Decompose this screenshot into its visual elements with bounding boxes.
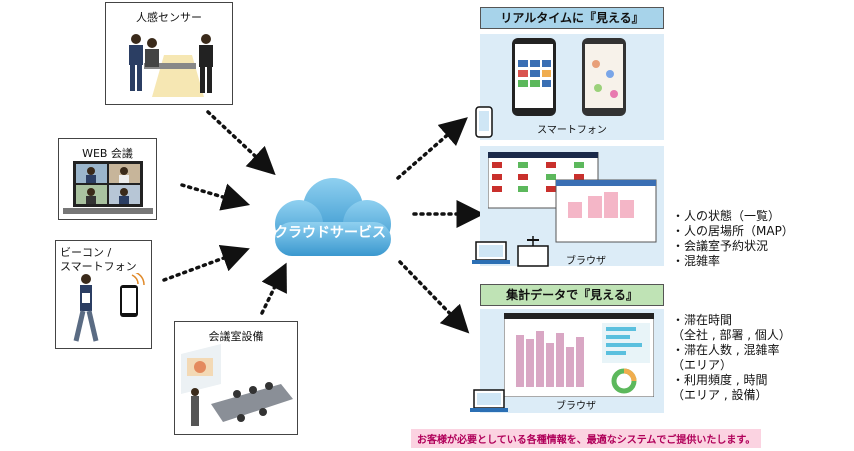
laptop-icon bbox=[472, 241, 510, 264]
realtime-title: リアルタイムに『見える』 bbox=[480, 7, 664, 29]
smartphone-screens bbox=[512, 38, 626, 116]
realtime-bullet: ・人の状態（一覧） bbox=[672, 209, 781, 223]
smartphone-panel bbox=[480, 34, 664, 140]
beacon-card: ビーコン / スマートフォン bbox=[55, 240, 152, 349]
realtime-bullet: ・会議室予約状況 bbox=[672, 239, 769, 253]
aggregate-bullet: ・滞在時間 bbox=[672, 313, 733, 327]
sensor-card: 人感センサー bbox=[105, 2, 233, 105]
smartphone-label: スマートフォン bbox=[537, 125, 607, 136]
aggregate-browser-label: ブラウザ bbox=[556, 401, 596, 412]
meeting-people-illustration bbox=[129, 34, 213, 97]
beacon-label-line1: ビーコン / bbox=[60, 246, 112, 259]
arrow-cloud-to-realtime bbox=[396, 117, 468, 180]
web-meeting-label: WEB 会議 bbox=[82, 147, 133, 160]
aggregate-bullet: ・利用頻度 , 時間 bbox=[672, 373, 768, 387]
arrow-cloud-to-aggregate bbox=[398, 260, 470, 334]
arrow-room-to-cloud bbox=[260, 262, 287, 315]
meeting-room-label: 会議室設備 bbox=[208, 330, 264, 343]
aggregate-dashboard bbox=[504, 313, 654, 397]
aggregate-bullet: （エリア） bbox=[672, 358, 733, 372]
browser-screens bbox=[488, 152, 657, 243]
realtime-bullet: ・人の居場所（MAP） bbox=[672, 224, 794, 238]
conference-room-illustration bbox=[181, 344, 293, 426]
meeting-room-card: 会議室設備 bbox=[174, 321, 298, 435]
laptop-video-call-icon bbox=[63, 161, 153, 214]
realtime-bullets: ・人の状態（一覧） ・人の居場所（MAP） ・会議室予約状況 ・混雑率 bbox=[672, 209, 794, 269]
arrow-beacon-to-cloud bbox=[162, 244, 250, 282]
aggregate-laptop-icon bbox=[470, 389, 508, 412]
realtime-browser-label: ブラウザ bbox=[566, 256, 606, 267]
aggregate-bullet: （エリア , 設備） bbox=[672, 388, 768, 402]
beacon-label-line2: スマートフォン bbox=[60, 260, 137, 273]
aggregate-title: 集計データで『見える』 bbox=[480, 284, 664, 306]
cloud-icon bbox=[275, 178, 391, 256]
smartphone-icon bbox=[475, 106, 493, 138]
sensor-label: 人感センサー bbox=[136, 11, 202, 24]
monitor-icon bbox=[517, 236, 549, 267]
aggregate-bullet: ・滞在人数 , 混雑率 bbox=[672, 343, 780, 357]
aggregate-bullet: （全社 , 部署 , 個人） bbox=[672, 328, 791, 342]
aggregate-bullets: ・滞在時間 （全社 , 部署 , 個人） ・滞在人数 , 混雑率 （エリア） ・… bbox=[672, 313, 791, 403]
arrow-web-to-cloud bbox=[180, 183, 251, 211]
walking-person-with-phone-icon bbox=[73, 273, 145, 342]
web-meeting-card: WEB 会議 bbox=[58, 138, 157, 220]
footer-banner: お客様が必要としている各種情報を、最適なシステムでご提供いたします。 bbox=[411, 429, 762, 448]
cloud-label: クラウドサービス bbox=[274, 225, 386, 241]
realtime-bullet: ・混雑率 bbox=[672, 254, 721, 268]
arrow-sensor-to-cloud bbox=[206, 110, 276, 176]
